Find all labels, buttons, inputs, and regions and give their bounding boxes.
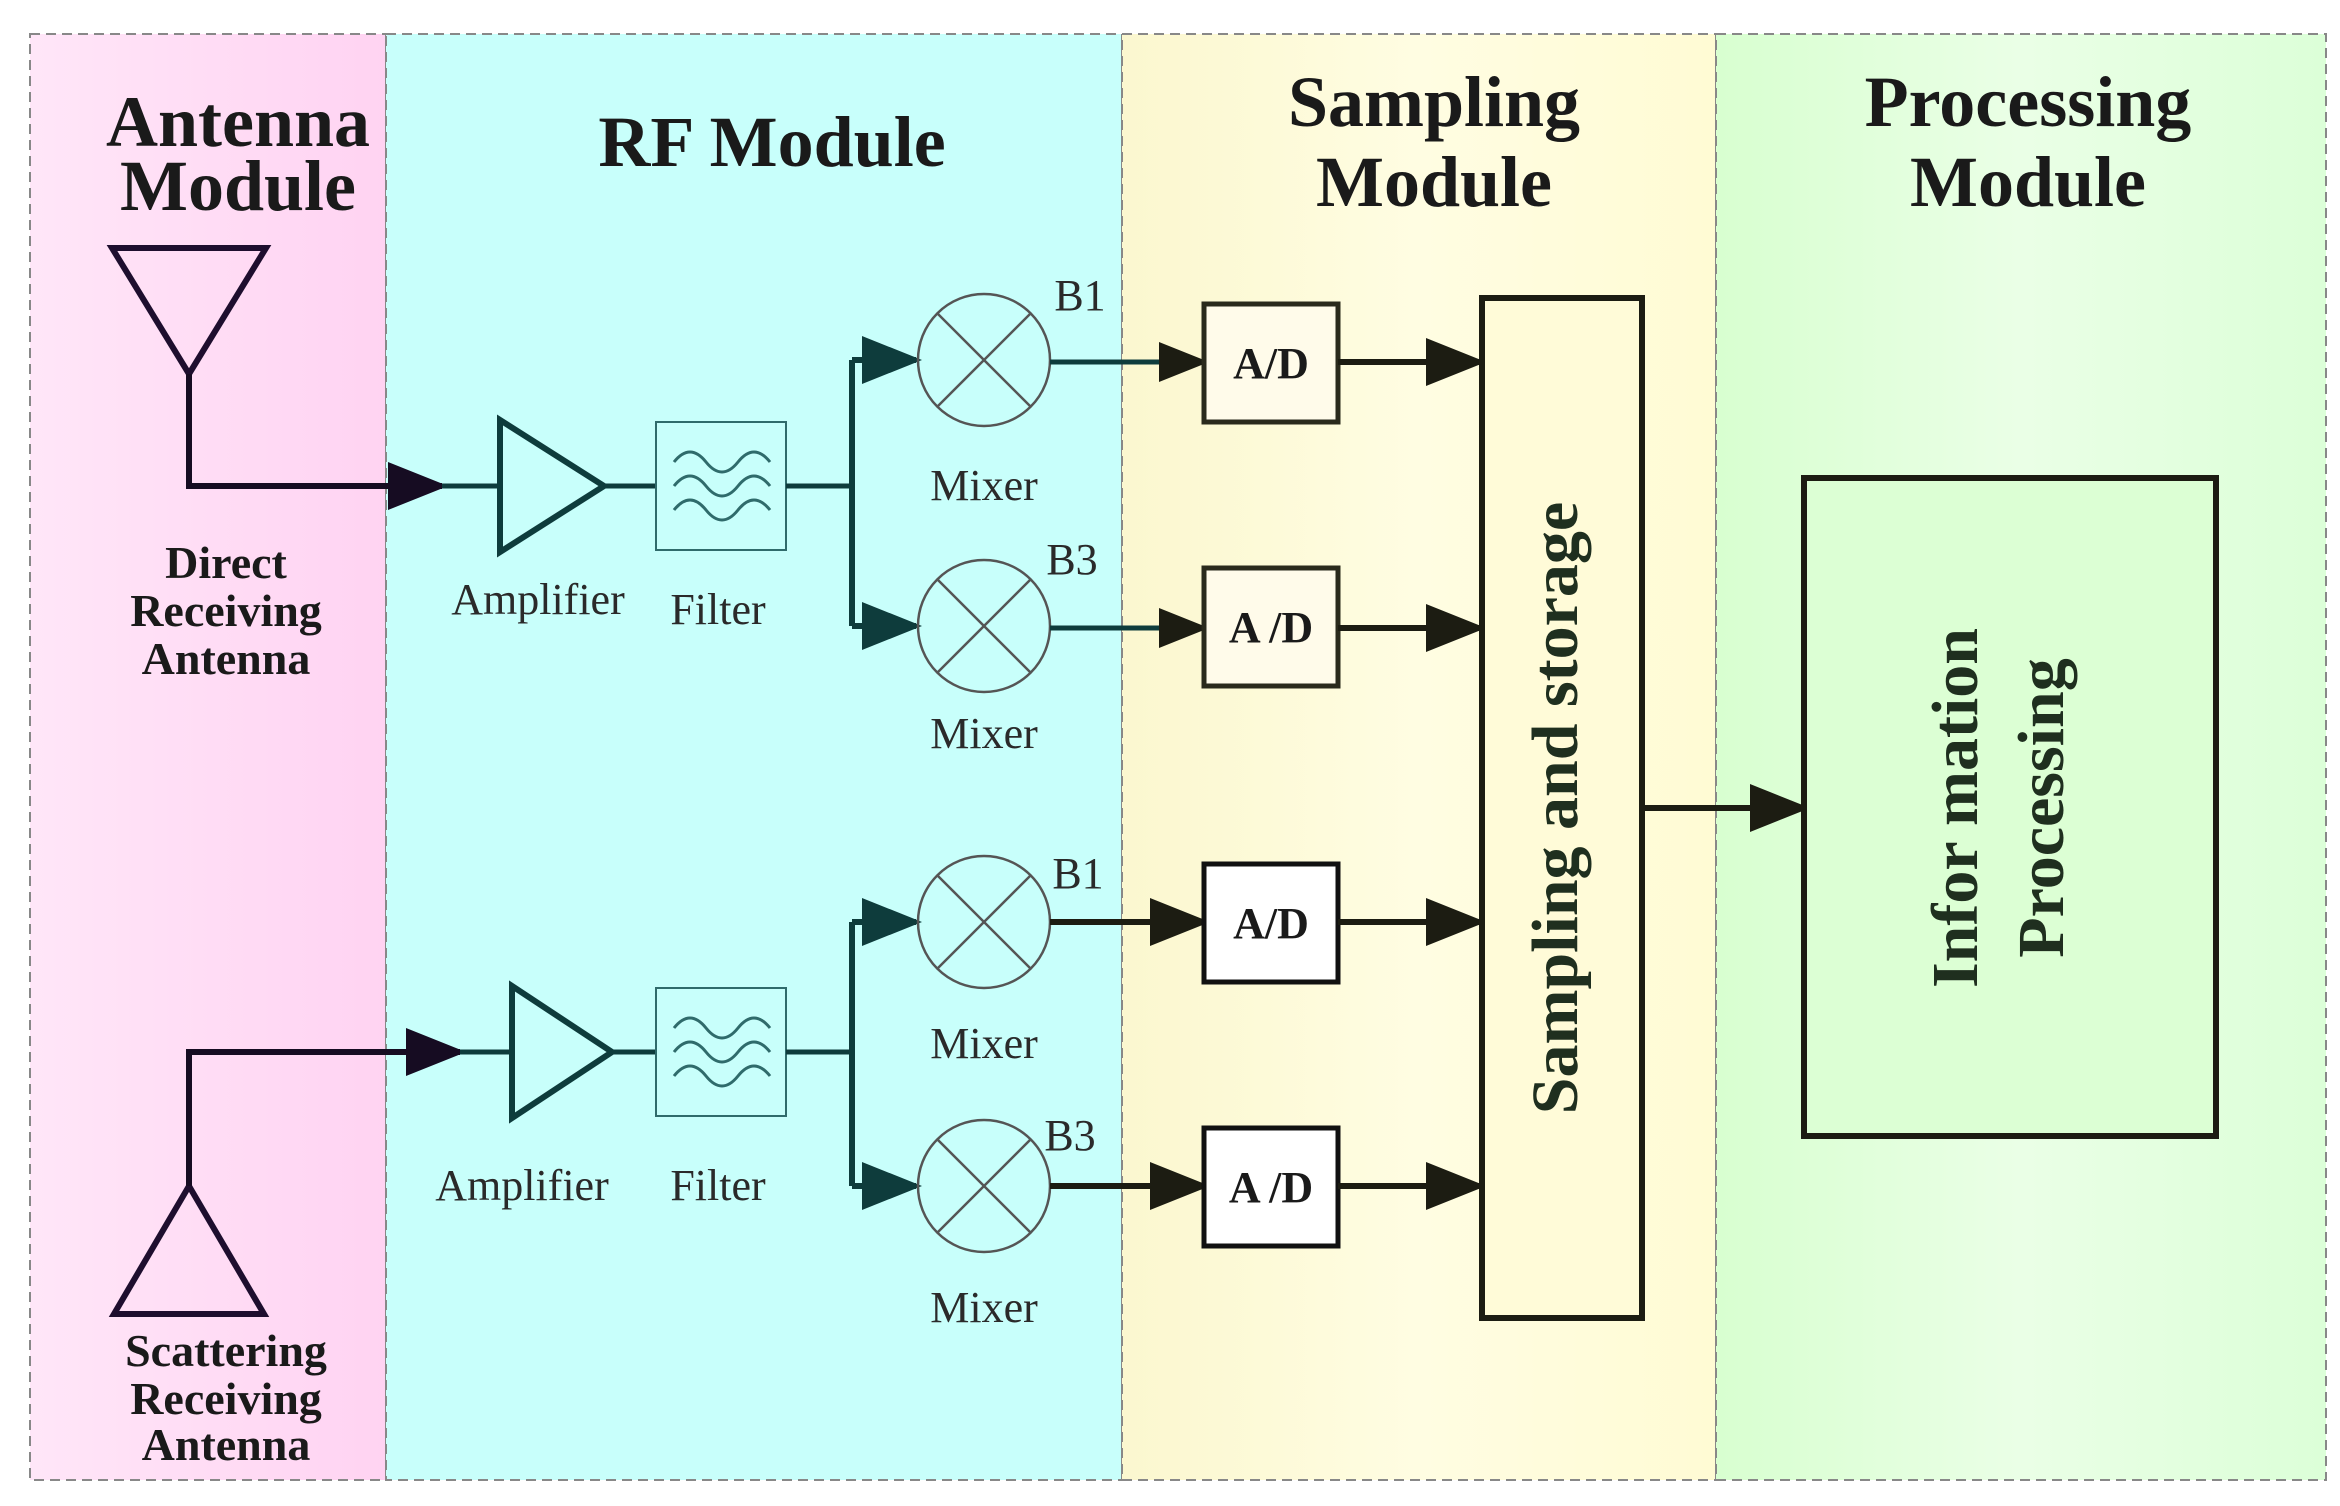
information-processing-label-line1: Infor mation (1919, 628, 1992, 988)
processing-module-title-line1: Processing (1865, 62, 2192, 142)
band-label: B1 (1052, 849, 1103, 898)
scattering-antenna-label-line2: Receiving (130, 1373, 322, 1424)
scattering-antenna-icon (108, 1028, 466, 1317)
information-processing-block: Infor mation Processing (1801, 475, 2219, 1139)
ad-converter-label: A /D (1229, 603, 1313, 652)
mixer-label: Mixer (930, 461, 1038, 510)
band-label: B1 (1054, 271, 1105, 320)
mixer-label: Mixer (930, 1283, 1038, 1332)
antenna-module-panel (29, 33, 387, 1481)
rf-module-panel (385, 33, 1123, 1481)
antenna-module-title-line1: Antenna (106, 82, 370, 162)
amplifier-label: Amplifier (451, 575, 625, 624)
ad-converter-box: A /D (1201, 1125, 1341, 1249)
ad-converter-label: A/D (1233, 339, 1309, 388)
ad-converter-box: A/D (1201, 301, 1341, 425)
processing-module-title-line2: Module (1910, 142, 2146, 222)
scattering-antenna-label-line1: Scattering (125, 1325, 327, 1376)
sampling-storage-block: Sampling and storage (1479, 295, 1645, 1321)
direct-antenna-label-line2: Receiving (130, 585, 322, 636)
ad-converter-label: A /D (1229, 1163, 1313, 1212)
ad-converter-box: A /D (1201, 565, 1341, 689)
direct-antenna-label-line1: Direct (165, 537, 287, 588)
amplifier-icon (509, 980, 618, 1124)
band-label: B3 (1046, 535, 1097, 584)
information-processing-label-line2: Processing (2005, 658, 2078, 957)
direct-antenna-label-line3: Antenna (142, 633, 311, 684)
ad-converter-box: A/D (1201, 861, 1341, 985)
filter-label: Filter (670, 585, 766, 634)
rf-module-title: RF Module (598, 102, 945, 182)
amplifier-icon (497, 414, 610, 558)
sampling-module-title-line2: Module (1316, 142, 1552, 222)
antenna-module-title-line2: Module (120, 146, 356, 226)
mixer-label: Mixer (930, 1019, 1038, 1068)
amplifier-label: Amplifier (435, 1161, 609, 1210)
filter-label: Filter (670, 1161, 766, 1210)
sampling-module-title-line1: Sampling (1288, 62, 1580, 142)
scattering-antenna-label-line3: Antenna (142, 1419, 311, 1470)
sampling-storage-label: Sampling and storage (1519, 502, 1592, 1114)
mixer-label: Mixer (930, 709, 1038, 758)
ad-converter-label: A/D (1233, 899, 1309, 948)
band-label: B3 (1044, 1111, 1095, 1160)
direct-antenna-icon (106, 245, 448, 510)
